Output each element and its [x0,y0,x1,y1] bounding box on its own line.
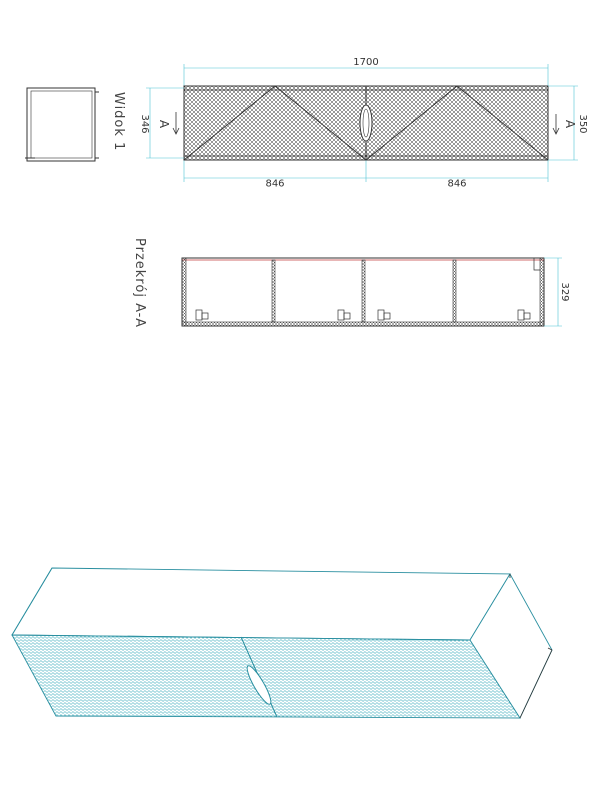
side-view-label: Widok 1 [111,92,126,151]
section-view: Przekrój A-A 329 [132,238,570,328]
dim-section-depth: 329 [559,282,570,301]
dim-inner-height: 346 [139,114,150,133]
section-bottom-board [181,321,545,327]
section-partition-3 [452,259,457,323]
section-marker-right: A [563,120,577,129]
section-handle-detail [533,258,540,271]
front-handle [359,104,373,142]
side-view: Widok 1 [25,87,126,162]
isometric-view [11,567,553,719]
section-right-board [539,257,545,327]
iso-top-face [11,567,511,641]
left-door-opening-lines [183,85,367,161]
section-view-label: Przekrój A-A [132,238,147,328]
hinge-4 [517,309,531,321]
dim-overall-height: 350 [577,114,588,133]
iso-handle [246,665,272,705]
front-view: 1700 346 A 350 A 846 846 [139,57,588,189]
dim-left-half: 846 [265,178,284,189]
hinge-3 [377,309,391,321]
hinge-2 [337,309,351,321]
section-left-board [181,257,187,327]
side-view-inner [30,90,93,159]
section-partition-1 [271,259,276,323]
right-door-opening-lines [365,85,549,161]
section-marker-left: A [157,120,171,129]
hinge-1 [195,309,209,321]
iso-front-face [11,634,521,719]
section-partition-2 [361,259,366,323]
dim-right-half: 846 [447,178,466,189]
dim-overall-width: 1700 [353,57,378,68]
side-view-outer [26,87,96,162]
